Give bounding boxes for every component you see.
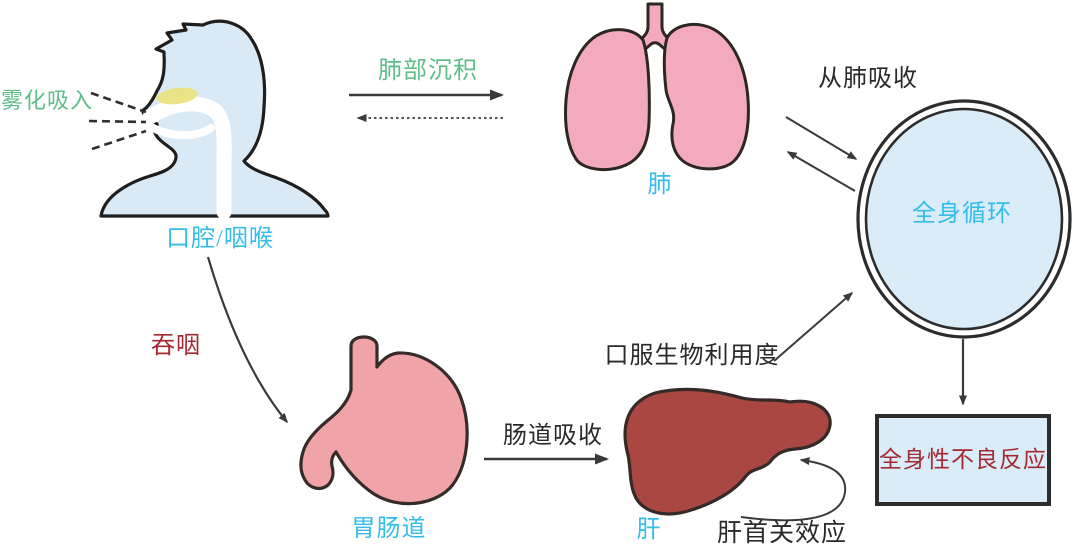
first-pass-effect-label: 肝首关效应: [716, 520, 848, 547]
head-figure-illustration: [88, 19, 330, 220]
nasal-deposit-spot: [156, 87, 198, 105]
circulation-to-lung-arrow: [786, 151, 856, 192]
stomach-illustration: [299, 335, 469, 506]
mouth-airway-highlight: [149, 124, 215, 140]
oral-bioavailability-label: 口服生物利用度: [604, 343, 780, 369]
airway-highlight: [142, 96, 232, 220]
intestinal-absorption-label: 肠道吸收: [503, 423, 603, 449]
liver-illustration: [623, 387, 832, 516]
lung-label: 肺: [647, 172, 673, 198]
mouth-throat-label: 口腔/咽喉: [166, 226, 274, 252]
lungs-illustration: [564, 2, 750, 172]
absorption-from-lung-label: 从肺吸收: [818, 66, 918, 92]
first-pass-arrow: [740, 457, 847, 522]
adverse-effects-box: 全身性不良反应: [875, 414, 1051, 506]
nebulizer-spray-lines: [88, 91, 147, 151]
swallowing-label: 吞咽: [151, 333, 201, 359]
lung-deposition-label: 肺部沉积: [378, 58, 478, 84]
lung-to-circulation-arrow: [785, 116, 858, 160]
systemic-adverse-effects-label: 全身性不良反应: [879, 447, 1047, 473]
oral-bioavailability-arrow: [773, 292, 854, 362]
systemic-circulation-label: 全身循环: [912, 201, 1012, 227]
gi-tract-label: 胃肠道: [351, 516, 427, 542]
inhalation-label: 雾化吸入: [1, 88, 94, 113]
swallow-arrow: [206, 256, 288, 424]
right-lung: [662, 22, 750, 171]
systemic-circulation-circle: [856, 99, 1072, 339]
left-lung: [564, 28, 651, 172]
liver-label: 肝: [636, 517, 662, 543]
